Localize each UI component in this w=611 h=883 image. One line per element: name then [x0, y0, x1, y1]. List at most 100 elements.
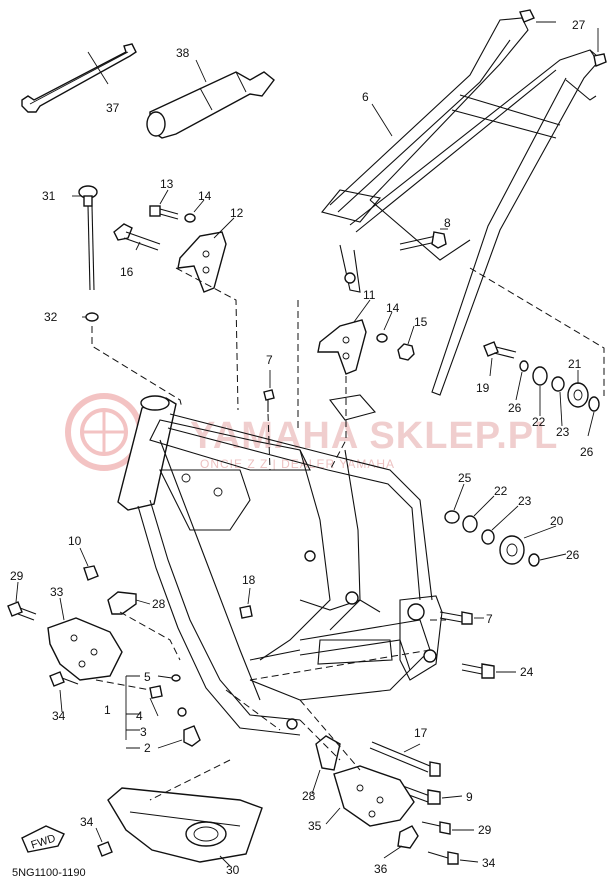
callout-3: 3 [140, 725, 147, 739]
collar-23b [481, 529, 495, 545]
callout-13: 13 [160, 177, 174, 191]
collar-22a [532, 366, 548, 386]
callout-22b: 22 [494, 484, 508, 498]
bolt-7a [263, 389, 275, 412]
callout-33: 33 [50, 585, 64, 599]
callout-23a: 23 [556, 425, 570, 439]
bolt-34c [427, 851, 459, 865]
callout-34c: 34 [482, 856, 496, 870]
skid-plate-30 [107, 787, 263, 863]
callout-labels: 27 6 38 37 31 13 14 12 16 8 32 11 14 15 … [10, 18, 594, 877]
callout-16: 16 [120, 265, 134, 279]
collar-23a [551, 376, 565, 392]
washer-14b [376, 333, 388, 343]
callout-28b: 28 [302, 789, 316, 803]
callout-20: 20 [550, 514, 564, 528]
clip-36 [397, 825, 419, 849]
leader-lines [15, 21, 599, 867]
callout-36: 36 [374, 862, 388, 876]
callout-1: 1 [104, 703, 111, 717]
bracket-28b [315, 735, 341, 771]
callout-31: 31 [42, 189, 56, 203]
bolt-29a [7, 601, 37, 621]
damper-20 [499, 535, 525, 565]
bolt-24 [461, 663, 495, 679]
callout-25: 25 [458, 471, 472, 485]
callout-8: 8 [444, 216, 451, 230]
callout-30: 30 [226, 863, 240, 877]
washer-26c [528, 553, 540, 567]
dashed-guide-lines [91, 267, 605, 801]
washer-14a [184, 213, 196, 223]
callout-2: 2 [144, 741, 151, 755]
nut-27b [593, 53, 607, 67]
callout-26b: 26 [580, 445, 594, 459]
callout-27a: 27 [572, 18, 586, 32]
guard-35 [333, 765, 415, 827]
callout-35: 35 [308, 819, 322, 833]
washer-26b [588, 396, 600, 412]
engine-guard-33 [47, 617, 123, 681]
callout-24: 24 [520, 665, 534, 679]
callout-21: 21 [568, 357, 582, 371]
callout-7a: 7 [266, 353, 273, 367]
damper-21 [567, 382, 589, 408]
o-ring-32 [85, 312, 99, 322]
wrench-37 [21, 43, 137, 113]
diagram-code: 5NG1100-1190 [12, 867, 86, 879]
nut-27a [519, 9, 535, 23]
washer-26a [519, 360, 529, 372]
callout-38: 38 [176, 46, 190, 60]
callout-10: 10 [68, 534, 82, 548]
main-frame-1 [117, 394, 443, 736]
callout-5: 5 [144, 670, 151, 684]
callout-18: 18 [242, 573, 256, 587]
nut-10 [83, 565, 99, 581]
bolt-8 [399, 231, 447, 251]
bolt-13 [149, 205, 179, 220]
collar-22b [462, 515, 478, 533]
bolt-19 [483, 341, 517, 359]
callout-29b: 29 [478, 823, 492, 837]
callout-14b: 14 [386, 301, 400, 315]
bracket-11 [317, 319, 367, 375]
callout-9: 9 [466, 790, 473, 804]
watermark-tagline: ONCIE Z Z | DEALER YAMAHA [200, 457, 395, 471]
callout-14a: 14 [198, 189, 212, 203]
bracket-28a [107, 591, 137, 615]
callout-12: 12 [230, 206, 244, 220]
watermark-brand: YAMAHA SKLEP.PL [190, 415, 558, 457]
bolt-34a [49, 671, 79, 687]
callout-29a: 29 [10, 569, 24, 583]
callout-34b: 34 [80, 815, 94, 829]
bolt-16 [113, 223, 161, 251]
callout-6: 6 [362, 90, 369, 104]
bracket-12 [177, 231, 227, 293]
callout-26a: 26 [508, 401, 522, 415]
callout-4: 4 [136, 709, 143, 723]
callout-26c: 26 [566, 548, 580, 562]
callout-19: 19 [476, 381, 490, 395]
bolt-34b [97, 841, 113, 857]
callout-7b: 7 [486, 612, 493, 626]
callout-23b: 23 [518, 494, 532, 508]
callout-22a: 22 [532, 415, 546, 429]
callout-32: 32 [44, 310, 58, 324]
fwd-arrow: FWD [21, 825, 65, 853]
callout-34a: 34 [52, 709, 66, 723]
bolt-29b [421, 821, 451, 835]
socket-wrench-38 [146, 71, 275, 139]
callout-11: 11 [363, 288, 376, 302]
callout-17: 17 [414, 726, 428, 740]
callout-15: 15 [414, 315, 428, 329]
bolt-17 [369, 741, 441, 777]
collar-25 [444, 510, 460, 524]
bolt-18 [239, 605, 253, 619]
callout-37: 37 [106, 101, 120, 115]
dipstick-31 [78, 185, 98, 291]
callout-28a: 28 [152, 597, 166, 611]
nut-15 [397, 343, 415, 361]
oil-level-sensor-group [149, 674, 201, 747]
bolt-7b [439, 611, 473, 625]
